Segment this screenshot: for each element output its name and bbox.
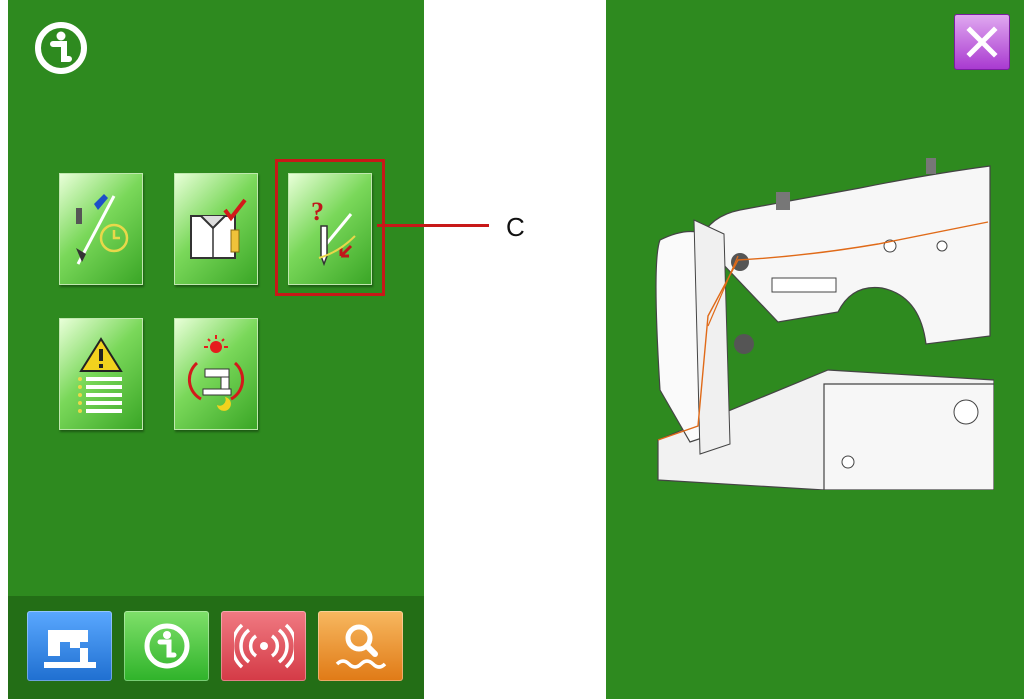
callout-highlight-box xyxy=(275,159,385,296)
machine-cycle-icon xyxy=(187,335,245,411)
svg-text:?: ? xyxy=(311,197,324,226)
callout-line xyxy=(377,224,489,227)
needle-help-button[interactable]: ? xyxy=(288,173,372,285)
machine-cycle-button[interactable] xyxy=(174,318,258,430)
info-icon xyxy=(144,623,189,669)
warning-list-icon xyxy=(78,337,123,413)
shirt-check-button[interactable] xyxy=(174,173,258,285)
maintenance-settings-icon xyxy=(76,194,129,265)
warning-list-button[interactable] xyxy=(59,318,143,430)
sewing-machine-illustration xyxy=(655,158,994,490)
nav-search-button[interactable] xyxy=(318,611,403,681)
signal-icon xyxy=(233,623,294,669)
needle-help-icon: ? xyxy=(311,197,356,267)
close-button[interactable] xyxy=(954,14,1010,70)
shirt-check-icon xyxy=(190,198,247,259)
info-menu-panel: ? xyxy=(8,0,424,699)
search-icon xyxy=(335,624,386,669)
close-icon xyxy=(966,26,998,58)
nav-signal-button[interactable] xyxy=(221,611,306,681)
info-icon xyxy=(35,22,87,74)
callout-label: C xyxy=(506,212,525,242)
sewing-machine-icon xyxy=(43,630,96,668)
nav-sewing-machine-button[interactable] xyxy=(27,611,112,681)
maintenance-settings-button[interactable] xyxy=(59,173,143,285)
nav-info-button[interactable] xyxy=(124,611,209,681)
